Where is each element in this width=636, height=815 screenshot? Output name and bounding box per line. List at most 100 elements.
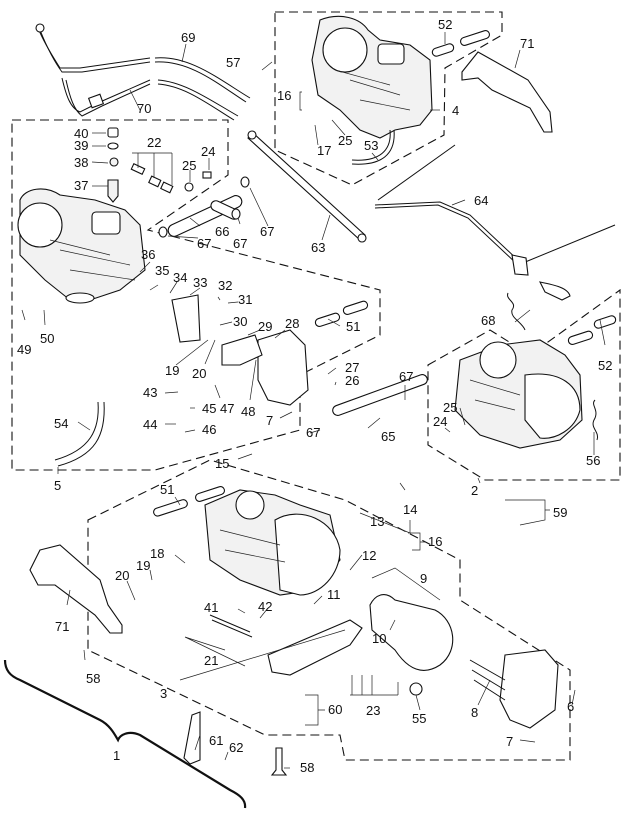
callout-64: 64 — [474, 193, 488, 208]
boundary-5 — [11, 119, 381, 471]
callout-25: 25 — [443, 400, 457, 415]
callout-68: 68 — [481, 313, 495, 328]
callout-51: 51 — [160, 482, 174, 497]
callout-56: 56 — [586, 453, 600, 468]
callout-51: 51 — [346, 319, 360, 334]
callout-45: 45 — [202, 401, 216, 416]
callout-55: 55 — [412, 711, 426, 726]
callout-8: 8 — [471, 705, 478, 720]
callout-38: 38 — [74, 155, 88, 170]
callout-41: 41 — [204, 600, 218, 615]
callout-16: 16 — [428, 534, 442, 549]
callout-23: 23 — [366, 703, 380, 718]
callout-2: 2 — [471, 483, 478, 498]
callout-6: 6 — [567, 699, 574, 714]
callout-49: 49 — [17, 342, 31, 357]
callout-59: 59 — [553, 505, 567, 520]
assembly-1-brace — [3, 659, 247, 809]
callout-24: 24 — [201, 144, 215, 159]
callout-32: 32 — [218, 278, 232, 293]
callout-25: 25 — [182, 158, 196, 173]
callout-66: 66 — [215, 224, 229, 239]
callout-50: 50 — [40, 331, 54, 346]
callout-54: 54 — [54, 416, 68, 431]
callout-62: 62 — [229, 740, 243, 755]
boundary-3 — [87, 459, 571, 761]
leader-lines — [21, 32, 606, 769]
callout-63: 63 — [311, 240, 325, 255]
callout-67: 67 — [197, 236, 211, 251]
callout-20: 20 — [115, 568, 129, 583]
callout-12: 12 — [362, 548, 376, 563]
callout-13: 13 — [370, 514, 384, 529]
callout-29: 29 — [258, 319, 272, 334]
callout-67: 67 — [260, 224, 274, 239]
callout-47: 47 — [220, 401, 234, 416]
callout-3: 3 — [160, 686, 167, 701]
callout-58: 58 — [300, 760, 314, 775]
callout-39: 39 — [74, 138, 88, 153]
callout-30: 30 — [233, 314, 247, 329]
callout-21: 21 — [204, 653, 218, 668]
boundary-2 — [427, 288, 621, 481]
callout-61: 61 — [209, 733, 223, 748]
carburetor-body-3 — [204, 489, 341, 596]
callout-18: 18 — [150, 546, 164, 561]
callout-26: 26 — [345, 373, 359, 388]
callout-20: 20 — [192, 366, 206, 381]
callout-71: 71 — [55, 619, 69, 634]
callout-15: 15 — [215, 456, 229, 471]
callout-67: 67 — [399, 369, 413, 384]
boundary-4 — [274, 11, 503, 186]
callout-22: 22 — [147, 135, 161, 150]
callout-14: 14 — [403, 502, 417, 517]
callout-46: 46 — [202, 422, 216, 437]
callout-65: 65 — [381, 429, 395, 444]
callout-7: 7 — [506, 734, 513, 749]
callout-52: 52 — [438, 17, 452, 32]
callout-48: 48 — [241, 404, 255, 419]
callout-11: 11 — [327, 587, 341, 602]
callout-9: 9 — [420, 571, 427, 586]
callout-27: 27 — [345, 360, 359, 375]
callout-19: 19 — [165, 363, 179, 378]
callout-69: 69 — [181, 30, 195, 45]
subassembly-boundaries — [11, 11, 621, 761]
callout-34: 34 — [173, 270, 187, 285]
callout-60: 60 — [328, 702, 342, 717]
callout-40: 40 — [74, 126, 88, 141]
callout-4: 4 — [452, 103, 459, 118]
callout-labels: 69 70 57 52 71 16 4 17 25 53 64 63 40 39… — [17, 17, 612, 775]
callout-58: 58 — [86, 671, 100, 686]
callout-52: 52 — [598, 358, 612, 373]
callout-16: 16 — [277, 88, 291, 103]
callout-33: 33 — [193, 275, 207, 290]
callout-28: 28 — [285, 316, 299, 331]
callout-17: 17 — [317, 143, 331, 158]
callout-71: 71 — [520, 36, 534, 51]
callout-19: 19 — [136, 558, 150, 573]
carburetor-body-4 — [311, 15, 433, 139]
callout-24: 24 — [433, 414, 447, 429]
parts — [29, 30, 617, 776]
callout-57: 57 — [226, 55, 240, 70]
callout-44: 44 — [143, 417, 157, 432]
callout-5: 5 — [54, 478, 61, 493]
callout-25: 25 — [338, 133, 352, 148]
callout-7: 7 — [266, 413, 273, 428]
callout-37: 37 — [74, 178, 88, 193]
callout-42: 42 — [258, 599, 272, 614]
callout-53: 53 — [364, 138, 378, 153]
carburetor-body-2 — [454, 339, 583, 449]
callout-31: 31 — [238, 292, 252, 307]
callout-43: 43 — [143, 385, 157, 400]
callout-67: 67 — [306, 425, 320, 440]
carburetor-body-5 — [17, 188, 146, 304]
callout-36: 36 — [141, 247, 155, 262]
callout-10: 10 — [372, 631, 386, 646]
callout-35: 35 — [155, 263, 169, 278]
throttle-cables — [35, 23, 251, 121]
callout-67: 67 — [233, 236, 247, 251]
callout-1: 1 — [113, 748, 120, 763]
